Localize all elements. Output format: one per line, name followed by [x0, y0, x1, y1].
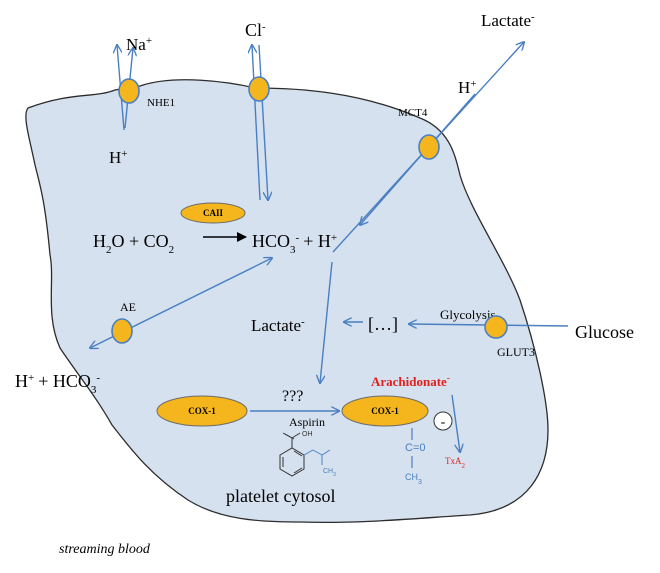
aspirin-molecule — [279, 432, 331, 477]
acetyl-group: C=0 CH3 — [405, 428, 426, 486]
aspirin-label: Aspirin — [289, 415, 325, 429]
platelet-cell — [25, 79, 549, 524]
ae-label: AE — [120, 300, 136, 314]
na-ion-label: Na+ — [126, 35, 152, 54]
svg-text:CH3: CH3 — [405, 472, 422, 486]
minus-sign: - — [441, 415, 446, 430]
nhe1-label: NHE1 — [147, 97, 175, 109]
cox1-enzyme-left — [156, 395, 248, 427]
cl-transporter — [248, 76, 270, 102]
cl-arrows — [252, 45, 268, 200]
caii-label: CAII — [203, 208, 224, 218]
oh-label: OH — [302, 431, 313, 438]
mct4-transporter — [418, 134, 440, 160]
ellipsis-label: […] — [368, 314, 398, 334]
txa-arrow — [451, 394, 460, 452]
h-ion-label-top: H+ — [458, 78, 477, 97]
hco3-h-label: HCO3-+ H+ — [252, 231, 337, 256]
cl-ion-label: Cl- — [245, 20, 266, 40]
lactate-in-label: Lactate- — [251, 316, 305, 335]
arachidonate-label: Arachidonate- — [371, 373, 450, 389]
h2o-co2-label: H2O + CO2 — [93, 231, 174, 256]
svg-text:C=0: C=0 — [405, 442, 426, 454]
ch3-label-aspirin: CH3 — [323, 468, 336, 478]
nhe1-transporter — [118, 78, 140, 104]
caii-enzyme — [180, 202, 246, 224]
ae-transporter — [111, 318, 133, 344]
cox1-enzyme-right — [341, 395, 429, 427]
cox1-label-right: COX-1 — [371, 406, 399, 416]
streaming-blood-label: streaming blood — [59, 542, 151, 557]
h-ion-label-left: H+ — [109, 148, 128, 167]
lactate-out-label: Lactate- — [481, 11, 535, 30]
txa2-label: TxA2 — [445, 456, 466, 470]
question-marks-label: ??? — [282, 388, 303, 405]
mct4-label: MCT4 — [398, 107, 428, 119]
glycolysis-label: Glycolysis — [440, 307, 496, 322]
glucose-label: Glucose — [575, 322, 634, 342]
glut3-transporter — [484, 315, 508, 339]
cox1-label-left: COX-1 — [188, 406, 216, 416]
platelet-cytosol-label: platelet cytosol — [226, 486, 335, 506]
glut3-label: GLUT3 — [497, 345, 535, 359]
inhibition-circle — [433, 411, 453, 431]
h-hco3-out-label: H++ HCO3- — [15, 371, 100, 396]
